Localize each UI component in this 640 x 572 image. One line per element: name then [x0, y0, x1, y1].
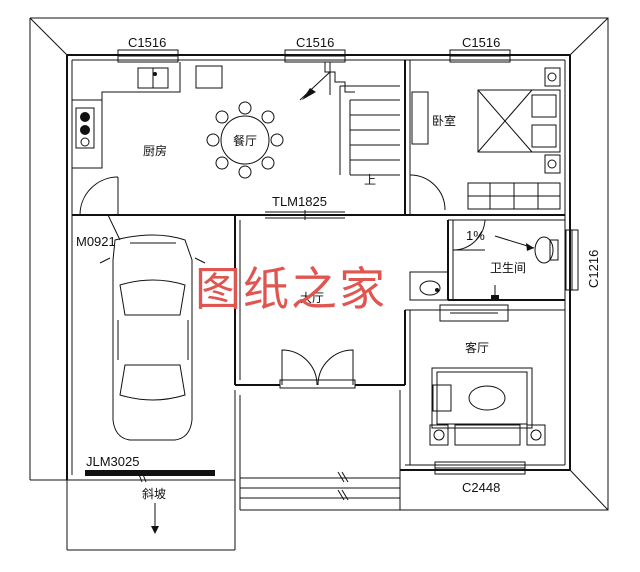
room-label-kitchen: 厨房: [143, 143, 167, 158]
bath-marker-label: 1%: [466, 228, 485, 243]
door-garage-label: M0921: [76, 234, 116, 249]
door-bedroom-symbol: [409, 174, 446, 215]
window-top-left-symbol: [117, 49, 179, 63]
sofa-set: [429, 367, 546, 446]
toilet: [494, 235, 559, 264]
kitchen-counter: [72, 62, 223, 169]
room-label-ramp: 斜坡: [142, 487, 166, 501]
window-label-top-left: C1516: [128, 35, 166, 50]
floor-drain: [491, 285, 499, 299]
dining-table: [206, 101, 284, 179]
wardrobe: [467, 182, 561, 210]
room-label-living: 客厅: [465, 340, 489, 355]
roof-outline: [29, 17, 609, 511]
bedroom-desk: [411, 91, 429, 145]
garage-door-symbol: [85, 470, 215, 476]
interior-walls: [72, 60, 565, 465]
window-right-symbol: [565, 229, 579, 291]
window-label-top-mid: C1516: [296, 35, 334, 50]
window-label-top-right: C1516: [462, 35, 500, 50]
wash-basin: [409, 271, 449, 301]
watermark-text: 图纸之家: [195, 262, 387, 316]
window-top-right-symbol: [449, 49, 511, 63]
window-bottom-symbol: [434, 461, 526, 475]
sliding-door-dining-symbol: [265, 210, 345, 220]
window-top-mid-symbol: [284, 49, 346, 63]
door-garage-symbol: [79, 176, 121, 241]
door-bathroom-symbol: [452, 219, 486, 251]
vanity-counter: [439, 304, 509, 322]
staircase: [299, 62, 400, 176]
window-label-bottom: C2448: [462, 480, 500, 495]
stair-up-label: 上: [364, 173, 376, 187]
room-label-bedroom: 卧室: [432, 113, 456, 128]
sliding-door-label: TLM1825: [272, 194, 327, 209]
front-door-symbol: [279, 349, 356, 389]
window-label-right: C1216: [586, 250, 601, 288]
car: [99, 234, 206, 441]
exterior-walls: [66, 54, 571, 480]
garage-door-label: JLM3025: [86, 454, 139, 469]
bed: [477, 67, 561, 174]
room-label-bathroom: 卫生间: [490, 261, 526, 275]
room-label-hall: 大厅: [300, 291, 324, 305]
room-label-dining: 餐厅: [233, 133, 257, 148]
front-steps: [66, 390, 401, 551]
